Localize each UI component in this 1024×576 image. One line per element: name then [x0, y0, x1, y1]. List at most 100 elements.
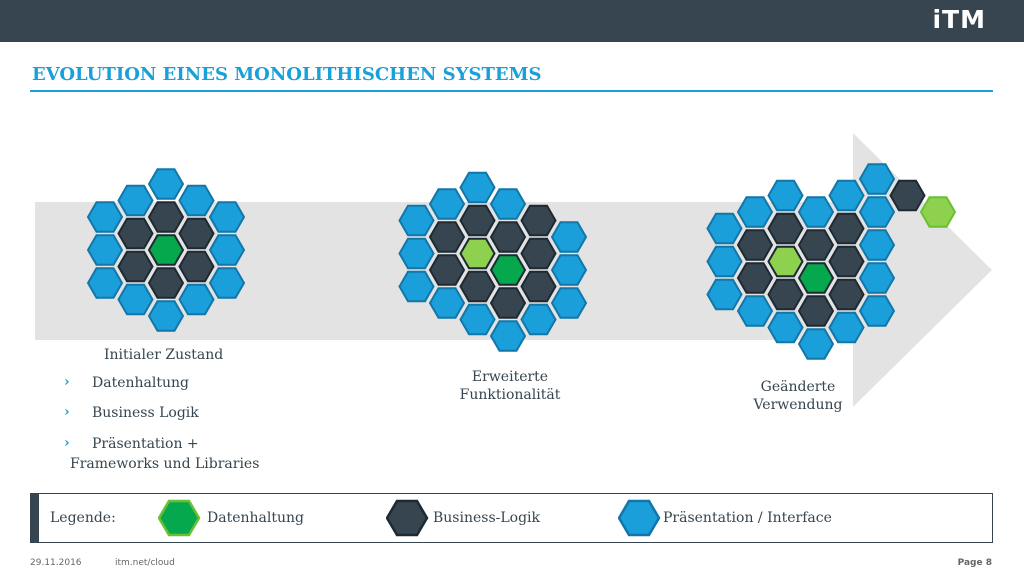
- legend-business-logik-label: Business-Logik: [433, 510, 541, 526]
- logic-hexagon: [797, 229, 835, 261]
- presentation-hexagon: [208, 234, 246, 266]
- presentation-hexagon: [86, 267, 124, 299]
- extended-line-2: Funktionalität: [459, 387, 561, 403]
- changed-usage-label: Geänderte Verwendung: [708, 378, 888, 414]
- presentation-hexagon: [858, 262, 896, 294]
- presentation-hexagon: [520, 303, 557, 336]
- presentation-hexagon: [858, 163, 896, 195]
- presentation-hexagon: [459, 171, 496, 204]
- presentation-hexagon: [550, 287, 588, 319]
- bullet-chevron-icon: ›: [64, 404, 70, 420]
- logic-hexagon: [489, 221, 527, 253]
- presentation-hexagon: [428, 287, 466, 319]
- presentation-hexagon: [489, 320, 527, 352]
- presentation-hexagon: [398, 237, 435, 270]
- logic-hexagon: [178, 250, 215, 283]
- presentation-hexagon: [736, 295, 774, 327]
- itm-logo: iTM: [932, 5, 986, 34]
- title-underline: [30, 90, 993, 92]
- presentation-hexagon: [147, 168, 185, 200]
- logic-hexagon: [459, 270, 496, 303]
- bullet-datenhaltung: Datenhaltung: [92, 375, 189, 391]
- logic-hexagon: [489, 287, 527, 319]
- presentation-hexagon: [428, 188, 466, 220]
- bullet-business-logik: Business Logik: [92, 405, 199, 421]
- legend-business-logik-icon: [386, 499, 429, 537]
- presentation-hexagon: [767, 179, 804, 212]
- presentation-hexagon: [828, 311, 865, 344]
- logic-hexagon: [428, 221, 466, 253]
- data-hexagon: [489, 254, 527, 286]
- presentation-hexagon: [208, 201, 246, 233]
- presentation-hexagon: [797, 196, 835, 228]
- hexagon-clusters: [86, 163, 957, 360]
- data-new-hexagon: [767, 245, 804, 278]
- logic-hexagon: [459, 204, 496, 237]
- page-title: EVOLUTION EINES MONOLITHISCHEN SYSTEMS: [32, 64, 542, 85]
- presentation-hexagon: [117, 283, 154, 316]
- logic-hexagon: [828, 245, 865, 278]
- bullet-praesentation: Präsentation +: [92, 436, 199, 452]
- presentation-hexagon: [550, 221, 588, 253]
- presentation-hexagon: [736, 196, 774, 228]
- data-hexagon: [147, 234, 185, 266]
- footer-date: 29.11.2016: [30, 558, 82, 568]
- footer-url: itm.net/cloud: [115, 558, 175, 568]
- legend-accent-bar: [30, 493, 39, 543]
- logic-hexagon: [828, 278, 865, 311]
- logic-hexagon: [178, 217, 215, 250]
- logic-hexagon: [736, 262, 774, 294]
- logic-hexagon: [736, 229, 774, 261]
- legend-datenhaltung-icon: [158, 499, 201, 537]
- presentation-hexagon: [706, 245, 743, 278]
- presentation-hexagon: [706, 212, 743, 245]
- presentation-hexagon: [459, 303, 496, 336]
- presentation-hexagon: [147, 300, 185, 332]
- presentation-hexagon: [550, 254, 588, 286]
- logic-hexagon: [147, 201, 185, 233]
- presentation-hexagon: [858, 295, 896, 327]
- legend-praesentation-icon: [618, 499, 661, 537]
- presentation-hexagon: [797, 328, 835, 360]
- presentation-hexagon: [117, 184, 154, 217]
- presentation-hexagon: [86, 201, 124, 233]
- presentation-hexagon: [208, 267, 246, 299]
- data-new-hexagon: [919, 196, 957, 228]
- changed-line-2: Verwendung: [753, 397, 843, 413]
- extended-functionality-label: Erweiterte Funktionalität: [420, 368, 600, 404]
- logic-hexagon: [428, 254, 466, 286]
- presentation-hexagon: [489, 188, 527, 220]
- presentation-hexagon: [706, 278, 743, 311]
- legend-praesentation-label: Präsentation / Interface: [663, 510, 832, 526]
- bullet-frameworks: Frameworks und Libraries: [70, 456, 260, 472]
- changed-line-1: Geänderte: [760, 379, 836, 395]
- presentation-hexagon: [828, 179, 865, 212]
- data-hexagon: [797, 262, 835, 294]
- logic-hexagon: [797, 295, 835, 327]
- footer-page-number: Page 8: [957, 558, 992, 568]
- logic-hexagon: [520, 270, 557, 303]
- logic-hexagon: [117, 250, 154, 283]
- data-new-hexagon: [459, 237, 496, 270]
- logic-hexagon: [147, 267, 185, 299]
- logic-hexagon: [520, 237, 557, 270]
- initial-state-label: Initialer Zustand: [104, 347, 224, 363]
- presentation-hexagon: [858, 196, 896, 228]
- logic-hexagon: [767, 278, 804, 311]
- presentation-hexagon: [178, 184, 215, 217]
- logic-hexagon: [889, 179, 926, 212]
- extended-line-1: Erweiterte: [471, 369, 549, 385]
- legend-label: Legende:: [50, 510, 116, 526]
- bullet-chevron-icon: ›: [64, 374, 70, 390]
- logic-hexagon: [117, 217, 154, 250]
- legend-datenhaltung-label: Datenhaltung: [207, 510, 304, 526]
- presentation-hexagon: [86, 234, 124, 266]
- bullet-chevron-icon: ›: [64, 435, 70, 451]
- presentation-hexagon: [398, 270, 435, 303]
- logic-hexagon: [767, 212, 804, 245]
- presentation-hexagon: [858, 229, 896, 261]
- logic-hexagon: [520, 204, 557, 237]
- presentation-hexagon: [767, 311, 804, 344]
- presentation-hexagon: [178, 283, 215, 316]
